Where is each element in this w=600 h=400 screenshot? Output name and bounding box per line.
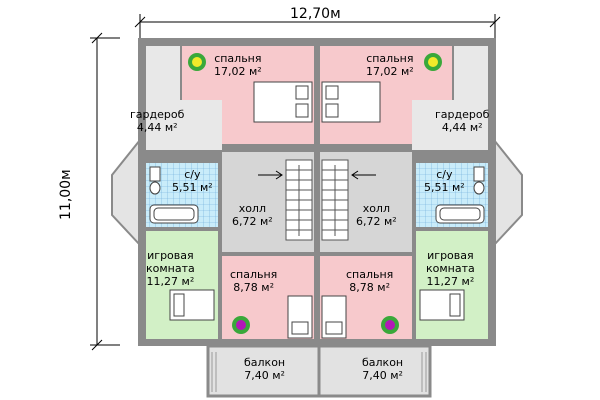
- bay-window-right: [493, 137, 523, 248]
- playroom-bed-left: [169, 289, 215, 321]
- wardrobe-left-low: [146, 100, 222, 150]
- room-label-wardrobe-right: гардероб 4,44 м²: [435, 108, 490, 134]
- room-label-bedroom-bot-left: спальня 8,78 м²: [230, 268, 278, 294]
- balcony-railing: [211, 352, 427, 392]
- playroom-right-area: [416, 231, 488, 339]
- dimension-height-line: [90, 32, 120, 351]
- staircase-right: [321, 159, 349, 241]
- toilet-sink-right: [473, 166, 485, 195]
- room-label-bath-right: с/у 5,51 м²: [424, 168, 465, 194]
- room-label-bedroom-top-right: спальня 17,02 м²: [366, 52, 414, 78]
- bay-window-left: [111, 137, 141, 248]
- plant-icon: [424, 53, 442, 71]
- playroom-bed-right: [419, 289, 465, 321]
- room-label-hall-right: холл 6,72 м²: [356, 202, 397, 228]
- dimension-height-label: 11,00м: [58, 169, 74, 220]
- plant-icon: [188, 53, 206, 71]
- staircase-left: [285, 159, 313, 241]
- stair-arrows: [258, 170, 376, 180]
- dimension-width-label: 12,70м: [290, 6, 341, 22]
- bathtub-left: [149, 204, 199, 224]
- room-label-balcony-right: балкон 7,40 м²: [362, 356, 404, 382]
- room-label-balcony-left: балкон 7,40 м²: [244, 356, 286, 382]
- single-bed-left: [287, 295, 313, 339]
- toilet-sink-left: [149, 166, 161, 195]
- bathtub-right: [435, 204, 485, 224]
- room-label-playroom-left: игровая комната 11,27 м²: [146, 249, 195, 288]
- plant-icon: [232, 316, 250, 334]
- party-wall: [314, 46, 320, 340]
- room-label-wardrobe-left: гардероб 4,44 м²: [130, 108, 185, 134]
- room-label-bedroom-top-left: спальня 17,02 м²: [214, 52, 262, 78]
- dimension-width-line: [134, 14, 501, 40]
- plant-icon: [381, 316, 399, 334]
- double-bed-left: [253, 81, 313, 123]
- room-label-hall-left: холл 6,72 м²: [232, 202, 273, 228]
- double-bed-right: [321, 81, 381, 123]
- room-label-playroom-right: игровая комната 11,27 м²: [426, 249, 475, 288]
- room-label-bath-left: с/у 5,51 м²: [172, 168, 213, 194]
- wardrobe-right-low: [412, 100, 488, 150]
- room-label-bedroom-bot-right: спальня 8,78 м²: [346, 268, 394, 294]
- single-bed-right: [321, 295, 347, 339]
- playroom-left-area: [146, 231, 218, 339]
